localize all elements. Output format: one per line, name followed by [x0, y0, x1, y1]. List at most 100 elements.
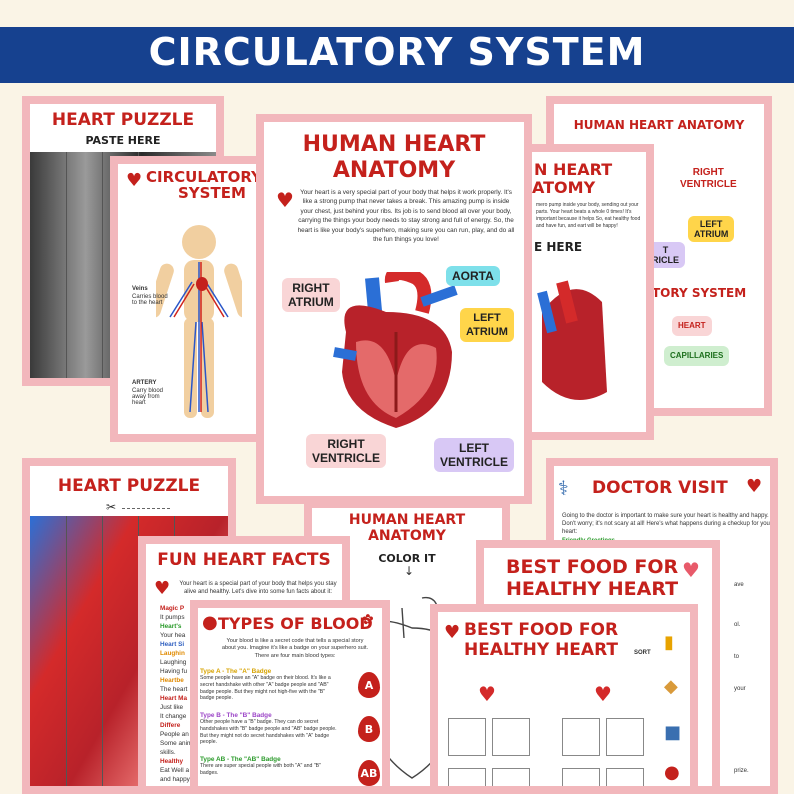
sort-label: SORT	[634, 650, 651, 656]
fact-item: Eat Well a	[160, 767, 190, 774]
fact-item: Heartbe	[160, 677, 184, 684]
label-aorta: AORTA	[446, 266, 500, 286]
color-it-label: COLOR IT	[378, 552, 436, 565]
sort-box[interactable]	[448, 768, 486, 786]
circulatory-title-2: SYSTEM	[178, 184, 246, 202]
blood-type-text: There are super special people with both…	[200, 763, 321, 776]
heart-mascot-icon: ♥	[154, 578, 171, 599]
blood-type-heading: Type B - The "B" Badge	[200, 712, 272, 719]
fact-item: Laughing	[160, 659, 187, 666]
label-left-atrium: LEFT ATRIUM	[460, 308, 514, 342]
blood-type-heading: Type AB - The "AB" Badge	[200, 756, 281, 763]
main-body-text: Your heart is a very special part of you…	[297, 189, 515, 244]
fact-item: skills.	[160, 749, 176, 756]
main-title-line1: HUMAN HEART	[302, 132, 486, 157]
coloring-title-1: HUMAN HEART	[348, 512, 466, 528]
heart-icon: ♥	[682, 558, 700, 582]
paste-here-label: PASTE HERE	[85, 134, 161, 147]
sort-box[interactable]	[562, 718, 600, 756]
fact-item: Having fu	[160, 668, 187, 675]
heart-mascot-icon: ♥	[444, 622, 461, 643]
label-capillaries: CAPILLARIES	[664, 346, 730, 366]
anatomy-labels-title: HUMAN HEART ANATOMY	[573, 118, 745, 132]
types-of-blood-title: TYPES OF BLOOD	[218, 614, 373, 633]
coloring-title-2: ANATOMY	[368, 528, 446, 544]
fact-item: Just like	[160, 704, 184, 711]
fact-item: and happy	[160, 776, 190, 783]
blood-drop-badge-icon: AB	[358, 760, 380, 786]
blood-drop-badge-icon: A	[358, 672, 380, 698]
happy-heart-icon: ♥	[478, 682, 496, 706]
doctor-side-word: your	[734, 686, 746, 692]
anatomy-back-body: mero pump inside your body, sending out …	[536, 202, 641, 229]
heart-mascot-icon: ♥	[276, 188, 294, 212]
fries-icon: ▮	[664, 632, 674, 653]
doctor-visit-title: DOCTOR VISIT	[592, 478, 728, 498]
circulatory-title-1: CIRCULATORY	[146, 168, 256, 186]
veins-label: Veins	[132, 286, 148, 292]
food-icon: ●	[664, 762, 680, 783]
label-right-atrium: RIGHT ATRIUM	[282, 278, 340, 312]
fact-item: Heart Ma	[160, 695, 187, 702]
fact-item: Differe	[160, 722, 181, 729]
heart-mascot-icon: ♥	[126, 170, 143, 191]
heart-anatomy-diagram	[333, 272, 458, 428]
label-right-ventricle: RIGHT VENTRICLE	[680, 167, 737, 190]
card-food-front: ♥ BEST FOOD FOR HEALTHY HEART SORT ♥ ♥ ▮…	[430, 604, 698, 794]
sad-heart-icon: ♥	[594, 682, 612, 706]
cut-line	[122, 508, 170, 509]
sort-box[interactable]	[492, 768, 530, 786]
sort-box[interactable]	[562, 768, 600, 786]
sort-box[interactable]	[448, 718, 486, 756]
fact-item: Some anim	[160, 740, 193, 747]
main-title-line2: ANATOMY	[332, 158, 456, 183]
paste-here-2: E HERE	[534, 240, 583, 254]
label-right-ventricle: RIGHT VENTRICLE	[306, 434, 387, 468]
heart-puzzle-2-title: HEART PUZZLE	[57, 476, 201, 496]
anatomy-back-title-2: ATOMY	[532, 178, 596, 197]
fact-item: It change	[160, 713, 187, 720]
sort-box[interactable]	[492, 718, 530, 756]
puzzle-strip-line	[66, 516, 67, 786]
snack-icon: ■	[664, 722, 682, 743]
fun-facts-title: FUN HEART FACTS	[157, 550, 331, 570]
doctor-side-word: ave	[734, 582, 744, 588]
fact-item: Your hea	[160, 632, 186, 639]
card-human-heart-main: HUMAN HEART ANATOMY ♥ Your heart is a ve…	[256, 114, 532, 504]
blood-type-heading: Type A - The "A" Badge	[200, 668, 272, 675]
doctor-illustration-icon: ⚕	[558, 476, 569, 500]
card-anatomy-back: N HEART ATOMY mero pump inside your body…	[524, 144, 654, 440]
fun-facts-intro: Your heart is a special part of your bod…	[179, 581, 337, 595]
food-front-title-2: HEALTHY HEART	[464, 640, 618, 660]
heart-icon: ♥	[746, 476, 763, 497]
puzzle-strip-line	[102, 516, 103, 786]
blood-intro: Your blood is like a secret code that te…	[221, 638, 369, 659]
doctor-side-word: prize.	[734, 768, 749, 774]
fact-item: The heart	[160, 686, 188, 693]
veins-desc: Carries blood to the heart	[132, 294, 168, 306]
system-title: TORY SYSTEM	[652, 286, 747, 300]
sort-box[interactable]	[606, 718, 644, 756]
puzzle-strip-line	[66, 152, 67, 378]
blood-drop-badge-icon: B	[358, 716, 380, 742]
heart-puzzle-title: HEART PUZZLE	[51, 110, 195, 130]
doctor-body: Going to the doctor is important to make…	[562, 513, 770, 535]
food-front-title-1: BEST FOOD FOR	[464, 620, 619, 640]
label-left-atrium: LEFT ATRIUM	[688, 216, 735, 242]
artery-desc: Carry blood away from heart	[132, 388, 164, 406]
blood-drop-icon: ●	[202, 612, 218, 633]
fact-item: Laughin	[160, 650, 185, 657]
card-circulatory-system: CIRCULATORY SYSTEM ♥ Veins Carries blood…	[110, 156, 264, 442]
fact-item: People an	[160, 731, 189, 738]
artery-label: ARTERY	[132, 380, 157, 386]
blood-cells-icon: ✿	[362, 612, 374, 628]
label-left-ventricle: LEFT VENTRICLE	[434, 438, 515, 472]
blood-type-text: Some people have an "A" badge on their b…	[200, 675, 331, 702]
sort-box[interactable]	[606, 768, 644, 786]
food-back-title-2: HEALTHY HEART	[506, 578, 679, 600]
